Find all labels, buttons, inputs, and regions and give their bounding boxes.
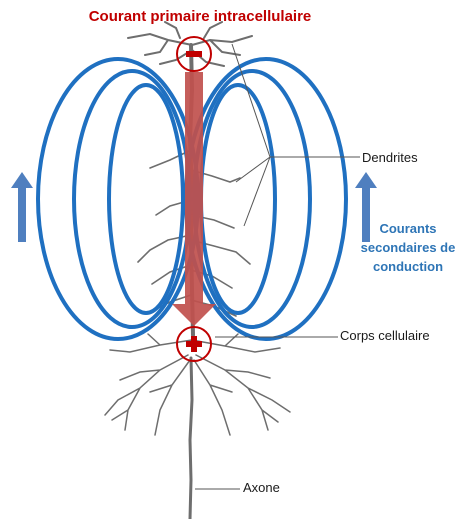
secondary-currents-label: Courants secondaires de conduction: [348, 219, 468, 276]
left-loop-middle: [74, 71, 190, 327]
secondary-currents-line-1: Courants: [348, 219, 468, 238]
axon: [190, 358, 192, 519]
right-loop-inner: [201, 85, 275, 313]
left-loop-outer: [38, 59, 198, 339]
right-loop-outer: [186, 59, 346, 339]
dendrites-leader-branch-3: [244, 157, 270, 226]
basal-dendrites: [105, 334, 290, 435]
cell-body-label: Corps cellulaire: [340, 328, 430, 343]
dendrites-label: Dendrites: [362, 150, 418, 165]
diagram-title: Courant primaire intracellulaire: [0, 8, 400, 25]
left-up-arrow: [11, 172, 33, 242]
right-loop-middle: [194, 71, 310, 327]
axon-label: Axone: [243, 480, 280, 495]
left-loop-inner: [109, 85, 183, 313]
secondary-currents-line-3: conduction: [348, 257, 468, 276]
secondary-currents-line-2: secondaires de: [348, 238, 468, 257]
